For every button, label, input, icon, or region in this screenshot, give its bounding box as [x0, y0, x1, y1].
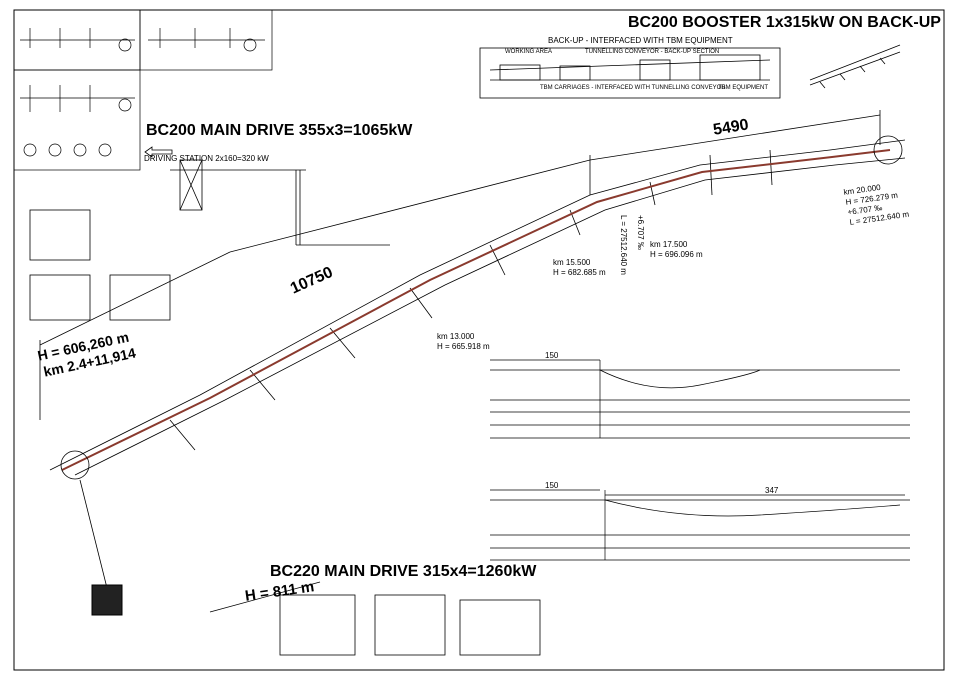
sheet-frame — [13, 9, 945, 671]
dimension-lines — [39, 110, 881, 420]
end-station-circle — [873, 135, 903, 165]
backup-tunnelling-conveyor: TUNNELLING CONVEYOR - BACK-UP SECTION — [585, 49, 720, 55]
title-bc220-main-drive: BC220 MAIN DRIVE 315x4=1260kW — [270, 563, 537, 580]
section-detail-frames — [13, 9, 273, 171]
km17-label: km 17.500 — [650, 240, 688, 249]
km15-label: km 15.500 — [553, 258, 591, 267]
equipment-sketches — [29, 209, 541, 656]
h811-leader — [209, 581, 321, 613]
title-booster: BC200 BOOSTER 1x315kW ON BACK-UP — [628, 14, 941, 31]
dimension-150-a: 150 — [545, 351, 559, 360]
km15-elevation: H = 682.685 m — [553, 268, 606, 277]
km13-label: km 13.000 — [437, 332, 475, 341]
km13-elevation: H = 665.918 m — [437, 342, 490, 351]
driving-station-label: DRIVING STATION 2x160=320 kW — [144, 154, 269, 163]
profile-section-1 — [490, 359, 910, 439]
profile-section-2 — [490, 489, 910, 561]
km17-elevation: H = 696.096 m — [650, 250, 703, 259]
backup-section-drawing — [479, 44, 901, 99]
conveyor-belt-line — [61, 149, 891, 471]
start-station-circle — [60, 450, 90, 480]
backup-tbm-equipment: TBM EQUIPMENT — [718, 85, 769, 91]
driving-station-tower — [170, 159, 390, 246]
mid-slope: +6.707 ‰ — [636, 215, 645, 250]
dimension-347: 347 — [765, 486, 779, 495]
bc220-drive-block — [91, 584, 123, 616]
title-bc200-main-drive: BC200 MAIN DRIVE 355x3=1065kW — [146, 122, 413, 139]
dimension-150-b: 150 — [545, 481, 559, 490]
backup-title: BACK-UP - INTERFACED WITH TBM EQUIPMENT — [548, 36, 733, 45]
driving-station-arrow-icon — [144, 146, 173, 158]
backup-tbm-carriages: TBM CARRIAGES - INTERFACED WITH TUNNELLI… — [540, 85, 726, 91]
mid-length: L = 27512.640 m — [619, 215, 628, 275]
backup-working-area: WORKING AREA — [505, 49, 553, 55]
bc220-alignment — [79, 479, 111, 601]
